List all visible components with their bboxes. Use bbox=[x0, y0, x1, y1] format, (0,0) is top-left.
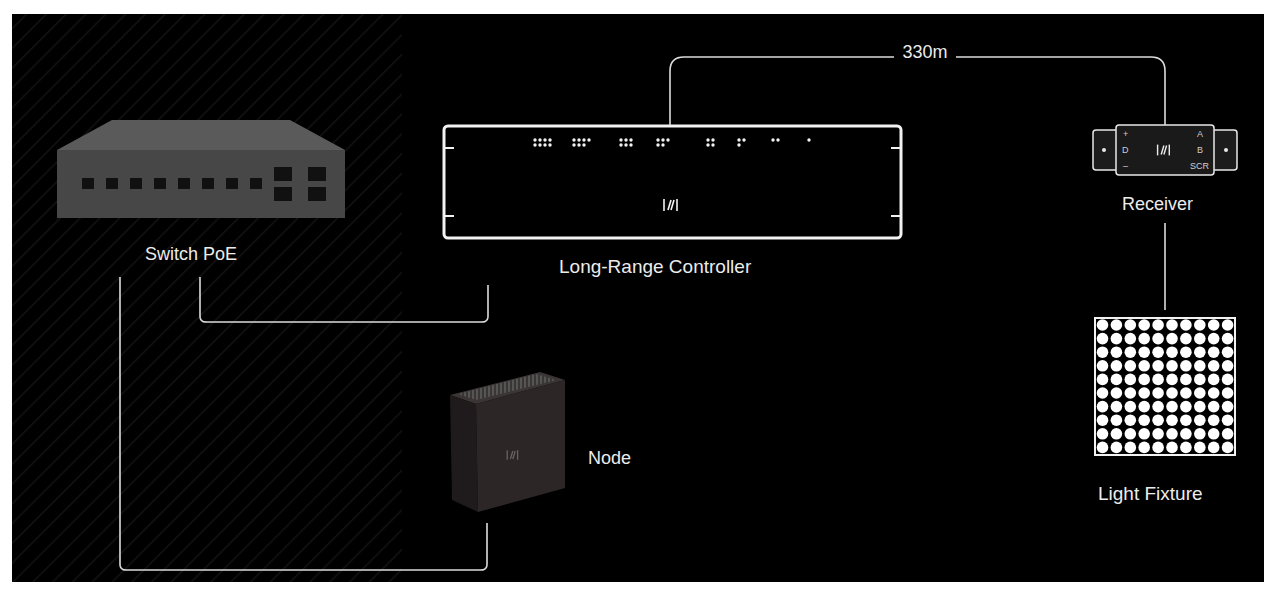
cable-line bbox=[670, 57, 1165, 125]
background bbox=[12, 14, 1264, 582]
cable-line bbox=[120, 277, 487, 570]
node-device: Node bbox=[445, 355, 637, 523]
receiver-illustration bbox=[1093, 125, 1237, 175]
logo-mark bbox=[507, 450, 517, 460]
distance-label: 330m bbox=[894, 42, 955, 64]
light-fixture-illustration bbox=[1095, 318, 1235, 455]
cable-line bbox=[200, 277, 488, 322]
logo-mark bbox=[1158, 145, 1170, 156]
terminal-label: D bbox=[1122, 146, 1129, 155]
receiver-device: Receiver bbox=[1088, 125, 1240, 223]
terminal-label: B bbox=[1197, 146, 1203, 155]
controller-illustration bbox=[444, 126, 901, 238]
device-label: Long-Range Controller bbox=[559, 256, 751, 279]
device-label: Switch PoE bbox=[145, 244, 237, 266]
terminal-label: + bbox=[1123, 130, 1128, 139]
light-fixture: Light Fixture bbox=[1090, 310, 1242, 512]
terminal-label: – bbox=[1123, 162, 1128, 171]
device-label: Receiver bbox=[1122, 194, 1193, 216]
controller-device: Long-Range Controller bbox=[440, 125, 906, 285]
switch-illustration bbox=[57, 120, 345, 218]
device-label: Node bbox=[588, 448, 631, 470]
terminal-label: A bbox=[1197, 130, 1203, 139]
terminal-label: SCR bbox=[1190, 162, 1209, 171]
cable-line bbox=[1164, 223, 1166, 310]
device-label: Light Fixture bbox=[1098, 483, 1203, 506]
switch-device: Switch PoE bbox=[55, 115, 350, 277]
logo-mark bbox=[664, 199, 677, 211]
background-stripes bbox=[12, 14, 402, 582]
node-illustration bbox=[450, 372, 565, 512]
